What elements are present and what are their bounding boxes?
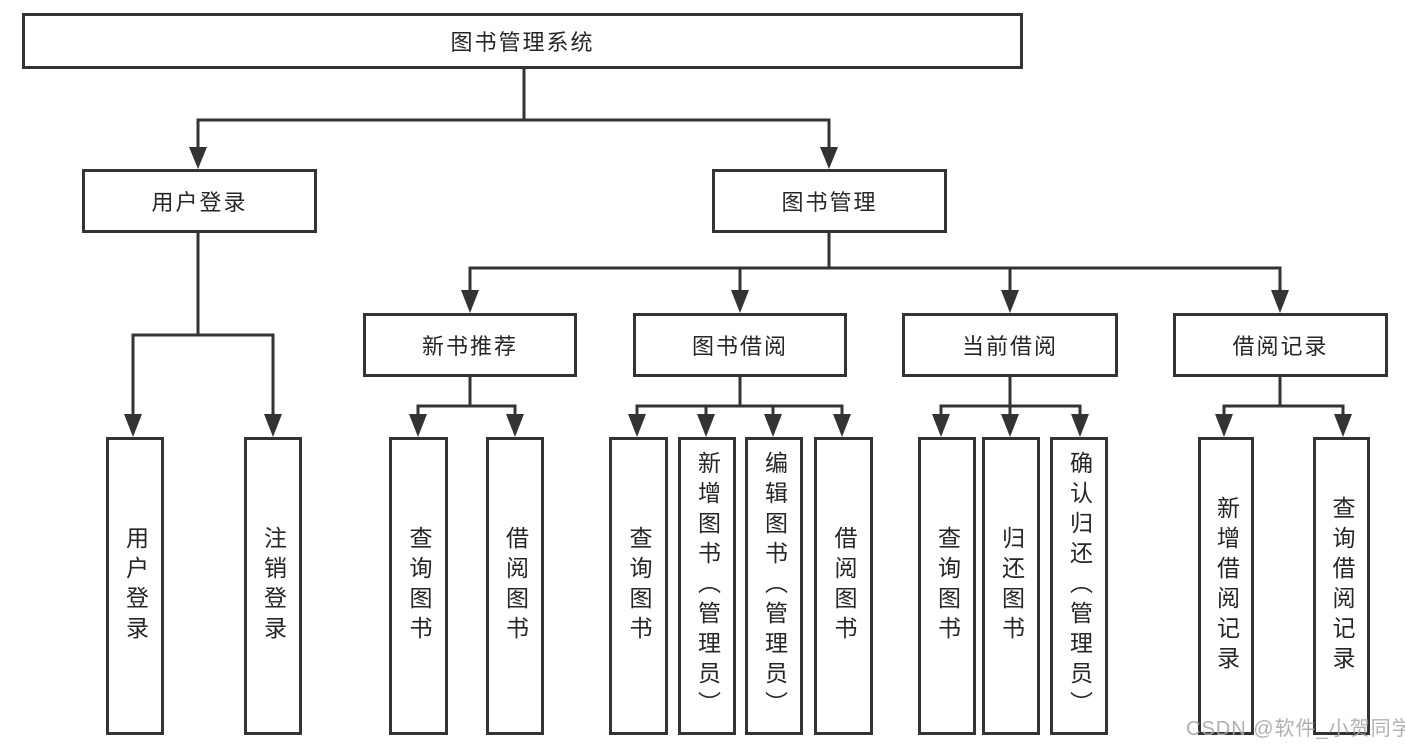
connector-current-borrow (939, 377, 1082, 417)
node-root-label: 图书管理系统 (450, 30, 595, 55)
leaf-query-borrow-record: 查询借阅记录 (1313, 437, 1370, 735)
connector-book-borrow (635, 377, 844, 417)
leaf-edit-books-admin: 编辑图书（管理员） (745, 437, 803, 735)
leaf-query-books-2-label: 查询图书 (626, 526, 652, 646)
node-book-borrow-label: 图书借阅 (691, 334, 788, 359)
leaf-return-books-label: 归还图书 (998, 526, 1025, 646)
leaf-query-books-1-label: 查询图书 (406, 526, 432, 646)
node-root: 图书管理系统 (22, 13, 1023, 69)
arrowheads (124, 147, 1352, 437)
csdn-watermark: CSDN @软件_小贺同学 (1186, 718, 1405, 740)
node-borrow-records-label: 借阅记录 (1232, 334, 1329, 359)
leaf-logout-label: 注销登录 (260, 526, 287, 646)
node-new-book-recommend-label: 新书推荐 (421, 334, 518, 359)
node-book-management: 图书管理 (712, 169, 947, 233)
leaf-add-books-admin-label: 新增图书（管理员） (694, 451, 721, 721)
node-user-login-label: 用户登录 (151, 190, 248, 215)
connector-user-login (131, 233, 275, 417)
node-current-borrow: 当前借阅 (902, 313, 1118, 377)
leaf-borrow-books-2: 借阅图书 (814, 437, 873, 735)
leaf-query-books-1: 查询图书 (389, 437, 448, 735)
leaf-return-books: 归还图书 (982, 437, 1040, 735)
leaf-add-books-admin: 新增图书（管理员） (678, 437, 736, 735)
node-book-borrow: 图书借阅 (633, 313, 847, 377)
leaf-edit-books-admin-label: 编辑图书（管理员） (761, 451, 788, 721)
leaf-add-borrow-record: 新增借阅记录 (1198, 437, 1254, 735)
leaf-query-books-3-label: 查询图书 (934, 526, 961, 646)
leaf-confirm-return-admin-label: 确认归还（管理员） (1066, 451, 1093, 721)
leaf-query-books-3: 查询图书 (918, 437, 976, 735)
node-user-login: 用户登录 (82, 169, 317, 233)
connector-new-book-recommend (416, 377, 517, 417)
leaf-user-login: 用户登录 (106, 437, 164, 735)
leaf-query-borrow-record-label: 查询借阅记录 (1329, 496, 1355, 676)
leaf-borrow-books-1-label: 借阅图书 (502, 526, 529, 646)
connector-root (196, 69, 831, 150)
leaf-borrow-books-2-label: 借阅图书 (831, 526, 857, 646)
node-current-borrow-label: 当前借阅 (961, 334, 1058, 359)
leaf-confirm-return-admin: 确认归还（管理员） (1050, 437, 1108, 735)
node-borrow-records: 借阅记录 (1173, 313, 1388, 377)
node-book-management-label: 图书管理 (781, 190, 878, 215)
connector-borrow-records (1222, 377, 1345, 417)
leaf-query-books-2: 查询图书 (609, 437, 668, 735)
connector-book-management (468, 233, 1282, 293)
node-new-book-recommend: 新书推荐 (363, 313, 577, 377)
leaf-logout: 注销登录 (244, 437, 302, 735)
leaf-borrow-books-1: 借阅图书 (486, 437, 544, 735)
leaf-add-borrow-record-label: 新增借阅记录 (1213, 496, 1240, 676)
leaf-user-login-label: 用户登录 (122, 526, 149, 646)
